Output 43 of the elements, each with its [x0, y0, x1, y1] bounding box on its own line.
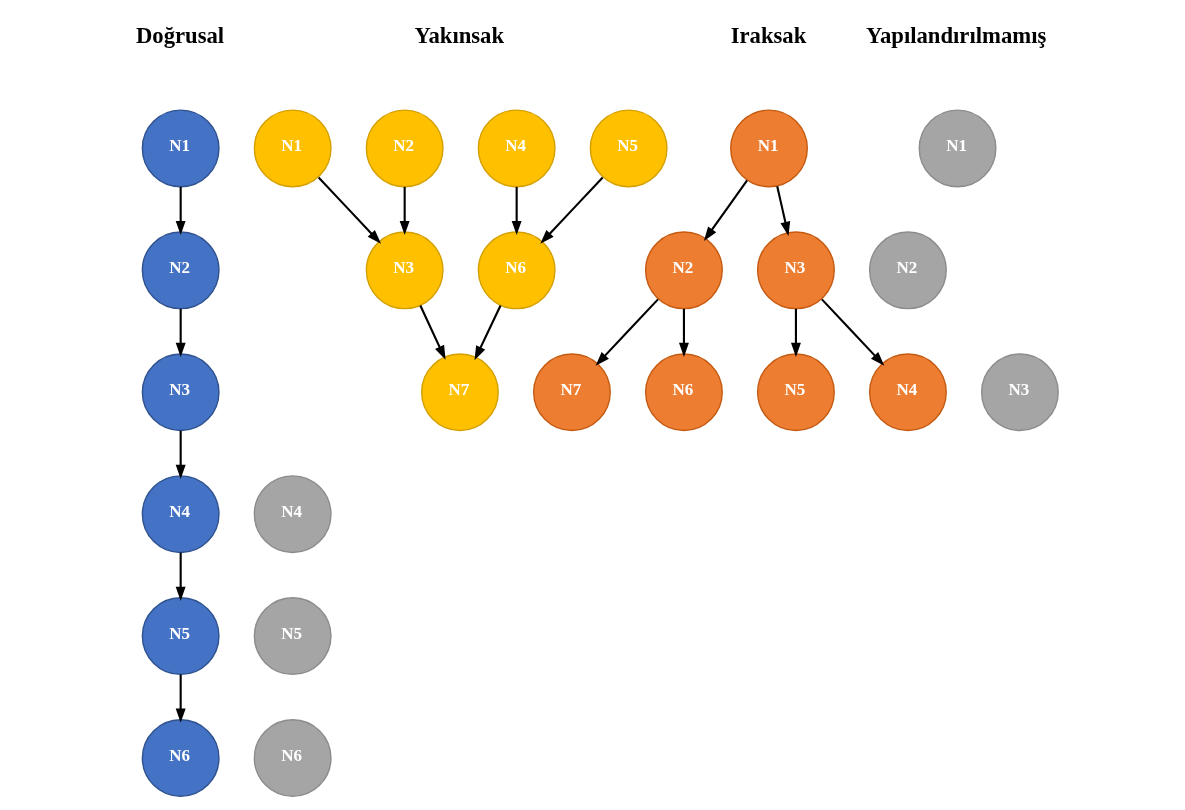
node-circle: N3: [756, 231, 835, 310]
arrow: [175, 552, 186, 601]
node-circle: N5: [589, 109, 668, 188]
arrow: [175, 186, 186, 236]
node-circle: N1: [730, 109, 808, 188]
arrow: [776, 185, 791, 236]
label: Doğrusal: [136, 23, 225, 49]
arrow: [317, 176, 382, 244]
node-circle: N3: [141, 353, 220, 432]
arrow: [821, 298, 885, 366]
arrow: [678, 308, 689, 358]
node-circle: N2: [868, 231, 947, 310]
label: Yakınsak: [414, 23, 505, 49]
arrow: [790, 308, 801, 358]
node-circle: N5: [756, 353, 835, 432]
arrow: [399, 186, 410, 236]
node-circle: N4: [477, 109, 556, 188]
node-circle: N1: [918, 109, 997, 188]
label: Yapılandırılmamış: [866, 23, 1047, 49]
arrow: [175, 430, 186, 479]
node-circle: N2: [141, 231, 220, 310]
node-circle: N6: [644, 353, 723, 432]
arrow: [474, 305, 502, 361]
arrow: [175, 674, 186, 723]
node-circle: N7: [420, 353, 499, 432]
node-circle: N4: [253, 475, 332, 554]
node-circle: N1: [253, 109, 332, 188]
node-circle: N2: [365, 109, 444, 188]
arrow: [595, 298, 659, 366]
node-circle: N6: [141, 719, 220, 797]
arrow: [175, 308, 186, 358]
node-circle: N3: [980, 353, 1059, 432]
node-circle: N6: [253, 719, 332, 797]
node-circle: N4: [141, 475, 220, 554]
arrow: [540, 176, 604, 244]
arrow: [703, 179, 748, 241]
arrow: [511, 186, 522, 236]
node-circle: N1: [141, 109, 220, 188]
node-circle: N2: [644, 231, 723, 310]
node-circle: N5: [141, 597, 220, 676]
node-circle: N5: [253, 597, 332, 676]
arrow: [419, 305, 446, 360]
label: Iraksak: [730, 23, 807, 49]
